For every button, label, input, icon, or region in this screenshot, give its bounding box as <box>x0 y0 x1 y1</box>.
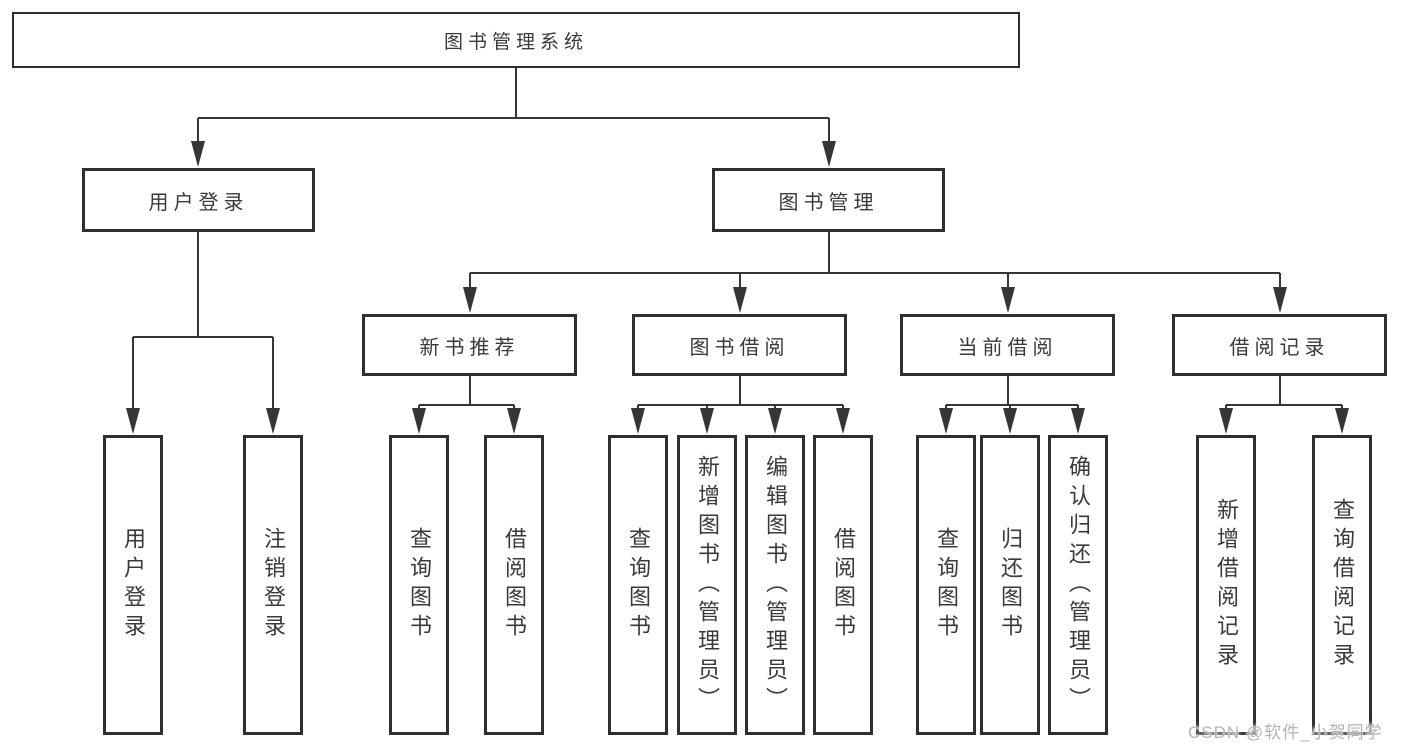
leaf-label: 归还图书 <box>998 527 1023 643</box>
node-current-borrow: 当前借阅 <box>900 314 1115 376</box>
leaf-label: 查询图书 <box>626 527 651 643</box>
leaf-label: 查询借阅记录 <box>1330 498 1355 672</box>
leaf-query-books-current: 查询图书 <box>916 435 976 735</box>
leaf-label: 用户登录 <box>121 527 146 643</box>
node-new-book-recommend: 新书推荐 <box>362 314 577 376</box>
node-label: 用户登录 <box>148 191 249 214</box>
node-label: 图书借阅 <box>689 336 790 359</box>
leaf-query-borrow-record: 查询借阅记录 <box>1312 435 1372 735</box>
leaf-label: 借阅图书 <box>831 527 856 643</box>
leaf-query-books-recommend: 查询图书 <box>389 435 449 735</box>
node-label: 新书推荐 <box>419 336 520 359</box>
node-label: 图书管理 <box>778 191 879 214</box>
leaf-user-login: 用户登录 <box>103 435 163 735</box>
leaf-query-books-borrow: 查询图书 <box>608 435 668 735</box>
leaf-label: 确认归还（管理员） <box>1066 454 1091 716</box>
node-label: 当前借阅 <box>957 336 1058 359</box>
leaf-confirm-return-admin: 确认归还（管理员） <box>1048 435 1108 735</box>
leaf-edit-book-admin: 编辑图书（管理员） <box>745 435 805 735</box>
leaf-add-borrow-record: 新增借阅记录 <box>1196 435 1256 735</box>
leaf-label: 注销登录 <box>261 527 286 643</box>
leaf-label: 借阅图书 <box>502 527 527 643</box>
csdn-watermark: CSDN @软件_小贺同学 <box>1188 723 1383 742</box>
node-borrow-records: 借阅记录 <box>1172 314 1387 376</box>
node-user-login: 用户登录 <box>82 168 315 232</box>
leaf-label: 查询图书 <box>934 527 959 643</box>
leaf-add-book-admin: 新增图书（管理员） <box>677 435 737 735</box>
node-book-borrow: 图书借阅 <box>632 314 847 376</box>
leaf-label: 查询图书 <box>407 527 432 643</box>
node-label: 借阅记录 <box>1229 336 1330 359</box>
node-label: 图书管理系统 <box>443 31 588 53</box>
node-library-management-system: 图书管理系统 <box>12 12 1020 68</box>
leaf-label: 新增借阅记录 <box>1214 498 1239 672</box>
leaf-return-book: 归还图书 <box>980 435 1040 735</box>
leaf-label: 编辑图书（管理员） <box>763 454 788 716</box>
leaf-borrow-books-recommend: 借阅图书 <box>484 435 544 735</box>
node-book-management: 图书管理 <box>712 168 945 232</box>
leaf-label: 新增图书（管理员） <box>695 454 720 716</box>
leaf-borrow-books: 借阅图书 <box>813 435 873 735</box>
leaf-logout: 注销登录 <box>243 435 303 735</box>
